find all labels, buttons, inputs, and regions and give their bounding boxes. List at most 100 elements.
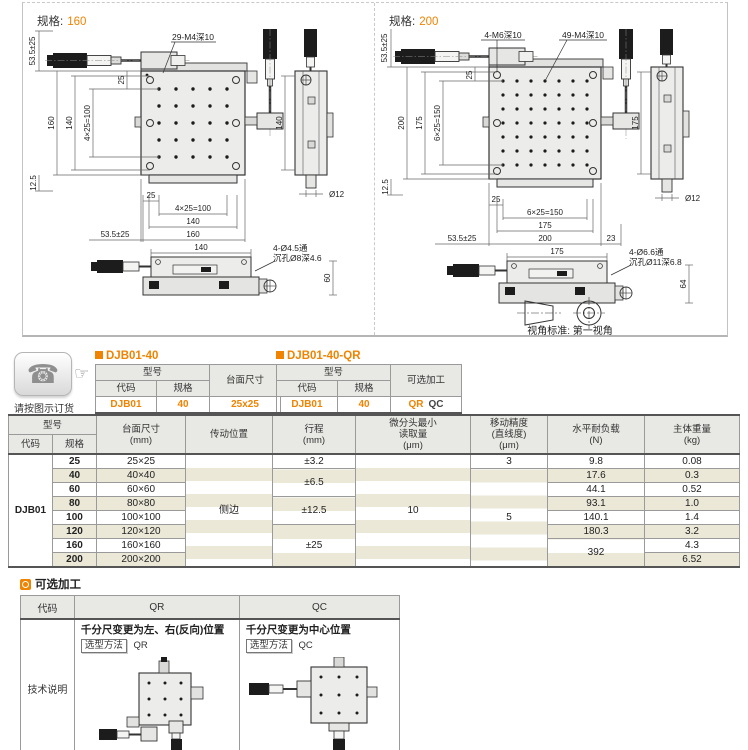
qr-heading: 千分尺变更为左、右(反向)位置 xyxy=(80,624,225,636)
spec-table: 型号 台面尺寸 (mm) 传动位置 行程 (mm) 微分头最小 读取量 (μm)… xyxy=(8,414,740,568)
qc-stage-image xyxy=(249,657,378,750)
col-model: 型号 xyxy=(95,364,210,381)
header-accuracy: 移动精度 (直线度) (μm) xyxy=(470,414,548,455)
header-spec: 规格 xyxy=(52,434,97,455)
optional-machining-section: 可选加工 代码 QR QC 技术说明 千分尺变更为左、右(反向)位置 选型方法 xyxy=(20,576,402,750)
dim-label: 6×25=150 xyxy=(433,104,442,141)
load-cell: 17.6 xyxy=(547,468,645,483)
qc-option-cell: 千分尺变更为中心位置 选型方法 QC xyxy=(238,618,401,750)
dim-label: 140 xyxy=(65,116,74,130)
weight-cell: 0.3 xyxy=(644,468,740,483)
qc-value: QC xyxy=(428,399,444,410)
dimensions-bottom xyxy=(35,175,246,242)
dim-label: 4-Ø6.6通 xyxy=(629,247,664,257)
table-row: 80 80×80 ±12.5 93.1 1.0 xyxy=(9,496,740,525)
load-cell: 180.3 xyxy=(547,524,645,539)
header-drive-position: 传动位置 xyxy=(185,414,273,455)
panel-title: 规格:160 xyxy=(37,13,86,29)
weight-cell: 1.0 xyxy=(644,496,740,511)
dim-label: 4×25=100 xyxy=(83,104,92,141)
dim-label: 160 xyxy=(186,230,200,239)
first-angle-projection-symbol xyxy=(517,297,605,329)
stroke-cell: ±25 xyxy=(272,524,356,568)
header-stroke: 行程 (mm) xyxy=(272,414,356,455)
hole-notes: 4-M6深10 49-M4深10 xyxy=(481,30,607,82)
dim-label: 29-M4深10 xyxy=(172,32,214,42)
spec-table-section: 型号 台面尺寸 (mm) 传动位置 行程 (mm) 微分头最小 读取量 (μm)… xyxy=(8,414,740,568)
size-cell: 60×60 xyxy=(96,482,186,497)
dim-label: 4×25=100 xyxy=(175,204,212,213)
dim-label: 12.5 xyxy=(381,179,390,195)
example-title: DJB01-40-QR xyxy=(276,350,462,362)
col-model: 型号 xyxy=(276,364,391,381)
spec-cell: 60 xyxy=(52,482,97,497)
table-row: 160 160×160 392 4.3 xyxy=(9,538,740,568)
spec-cell: 120 xyxy=(52,524,97,539)
col-qr: QR xyxy=(73,595,240,620)
dim-label: 25 xyxy=(117,75,126,84)
side-view xyxy=(281,29,334,197)
view-standard-label: 视角标准: 第一视角 xyxy=(527,324,613,335)
stage-drawing-160: 29-M4深10 53.5±25 160 140 4×25=100 25 xyxy=(28,29,345,296)
qr-method-line: 选型方法 QR xyxy=(80,639,233,653)
dimensions-bottom xyxy=(387,179,622,246)
spec-cell: 25 xyxy=(52,453,97,469)
dim-label: 140 xyxy=(275,116,284,130)
pointing-hand-icon: ☞ xyxy=(74,364,90,383)
example-title-text: DJB01-40-QR xyxy=(287,350,361,362)
dim-label: 49-M4深10 xyxy=(562,30,604,40)
code-cell: DJB01 xyxy=(8,453,53,568)
dim-label: 沉孔Ø8深4.6 xyxy=(273,253,322,263)
dim-label: 140 xyxy=(186,217,200,226)
dim-label: 160 xyxy=(47,116,56,130)
size-cell: 160×160 xyxy=(96,538,186,553)
qr-option-cell: 千分尺变更为左、右(反向)位置 选型方法 QR xyxy=(73,618,240,750)
size-cell: 80×80 xyxy=(96,496,186,511)
qc-heading: 千分尺变更为中心位置 xyxy=(245,624,351,636)
dimensions-left xyxy=(387,29,503,180)
spec-value: 160 xyxy=(67,16,87,28)
spec-label: 规格: xyxy=(37,16,64,28)
table-row: DJB01 40 25x25 xyxy=(95,396,281,414)
table-row: 技术说明 千分尺变更为左、右(反向)位置 选型方法 QR xyxy=(20,618,401,750)
hole-note: 29-M4深10 xyxy=(162,32,216,74)
load-cell: 9.8 xyxy=(547,453,645,469)
phone-icon: ☎ xyxy=(26,359,60,389)
method-value: QR xyxy=(133,640,148,651)
bottom-view xyxy=(447,253,693,304)
size-cell: 25×25 xyxy=(96,453,186,469)
dim-label: 140 xyxy=(194,243,208,252)
code-value: DJB01 xyxy=(276,396,338,414)
example-model-table: DJB01-40 型号 台面尺寸 代码 规格 DJB01 40 25x25 xyxy=(95,350,281,414)
front-view xyxy=(134,62,248,184)
dim-label: 64 xyxy=(679,279,688,288)
optional-machining-title: 可选加工 xyxy=(20,576,402,592)
table-row: 40 40×40 ±6.5 5 17.6 0.3 xyxy=(9,468,740,568)
col-code: 代码 xyxy=(95,380,157,397)
optional-title-text: 可选加工 xyxy=(35,579,81,591)
dim-label: 4-Ø4.5通 xyxy=(273,243,308,253)
ordering-section: ☎☞ 请按图示订货 DJB01-40 型号 台面尺寸 代码 规格 DJB01 4… xyxy=(0,350,748,415)
size-cell: 120×120 xyxy=(96,524,186,539)
dim-label: 12.5 xyxy=(29,175,38,191)
spec-value: 200 xyxy=(419,16,439,28)
drawings-section: 规格:160 xyxy=(22,2,728,337)
size-cell: 200×200 xyxy=(96,552,186,568)
weight-cell: 3.2 xyxy=(644,524,740,539)
micrometer-x-axis xyxy=(393,47,539,66)
dim-label: 53.5±25 xyxy=(448,234,477,243)
qc-method-line: 选型方法 QC xyxy=(245,639,393,653)
dim-label: 53.5±25 xyxy=(28,36,37,65)
stroke-cell: ±6.5 xyxy=(272,468,356,497)
size-cell: 100×100 xyxy=(96,510,186,525)
load-cell: 93.1 xyxy=(547,496,645,511)
col-optional: 可选加工 xyxy=(390,364,462,397)
dim-label: 53.5±25 xyxy=(101,230,130,239)
col-code: 代码 xyxy=(276,380,338,397)
dim-label: 25 xyxy=(147,191,156,200)
micrometer-y-axis xyxy=(244,29,284,137)
stage-drawing-200: 4-M6深10 49-M4深10 53.5±25 200 17 xyxy=(380,29,701,335)
qr-stage-image xyxy=(98,657,204,750)
